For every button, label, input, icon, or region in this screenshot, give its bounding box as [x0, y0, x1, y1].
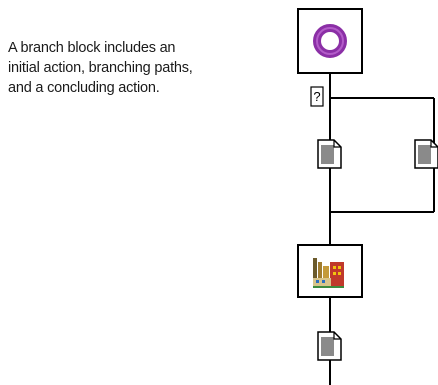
description-line-2: initial action, branching paths,: [8, 60, 193, 76]
trunk-document-icon[interactable]: [317, 331, 342, 361]
branch-marker-text: ?: [313, 89, 320, 104]
initial-action-block[interactable]: [297, 8, 363, 74]
left-path-document-icon[interactable]: [317, 139, 342, 169]
connector-lines: [329, 73, 435, 385]
branch-condition-marker[interactable]: ?: [310, 86, 324, 107]
description-line-3: and a concluding action.: [8, 80, 160, 96]
factory-building-icon: [313, 258, 344, 288]
purple-swirl-icon: [312, 23, 348, 59]
right-path-document-icon[interactable]: [414, 139, 438, 169]
branch-marker-box: [310, 86, 324, 107]
description-line-1: A branch block includes an: [8, 40, 176, 56]
description-text: A branch block includes an initial actio…: [8, 38, 268, 98]
concluding-action-block[interactable]: [297, 244, 363, 298]
